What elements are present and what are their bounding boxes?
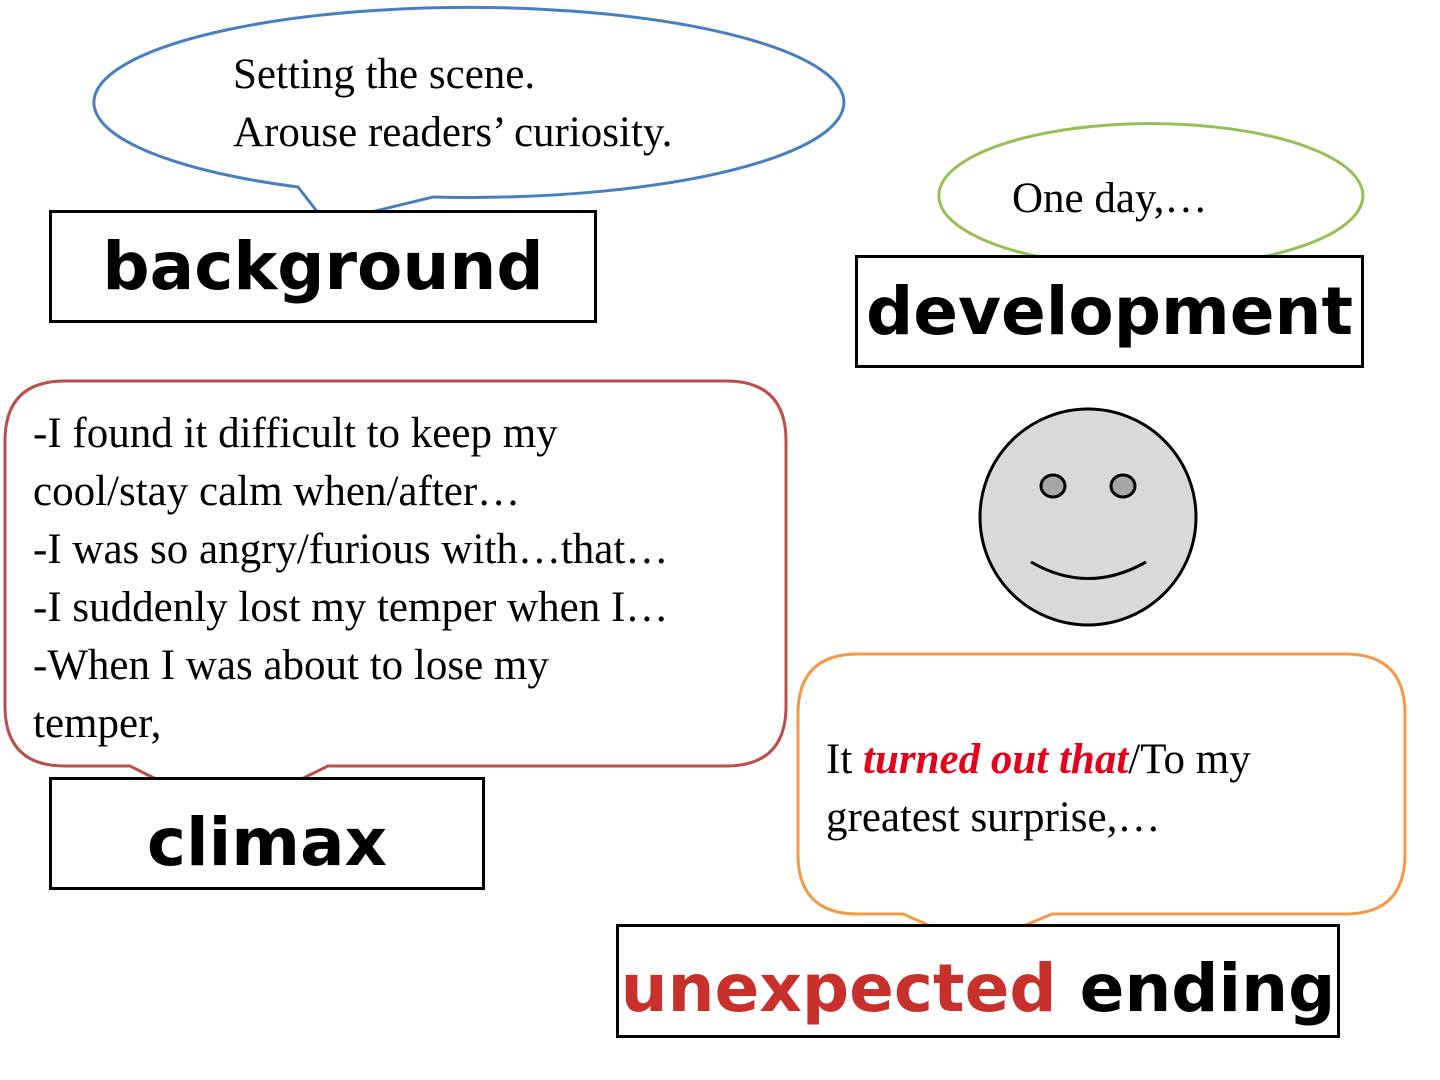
ending-line-suffix: /To my (1128, 736, 1251, 783)
ending-bubble-line-2: greatest surprise,… (826, 794, 1161, 841)
climax-bubble-line-4: -I suddenly lost my temper when I… (33, 584, 669, 631)
climax-label: climax (49, 777, 485, 890)
ending-line-prefix: It (826, 736, 864, 783)
climax-bubble-text: -I found it difficult to keep my cool/st… (33, 405, 668, 753)
ending-word: ending (1079, 950, 1336, 1027)
left-eye (1039, 473, 1067, 499)
development-speech-bubble (937, 122, 1365, 288)
climax-bubble-line-1: -I found it difficult to keep my (33, 410, 558, 457)
smiley-face-icon (978, 407, 1198, 627)
development-label: development (855, 255, 1364, 368)
background-speech-bubble (92, 5, 846, 225)
background-label: background (49, 210, 597, 323)
unexpected-word: unexpected (620, 950, 1057, 1027)
background-bubble-line-1: Setting the scene. (233, 51, 536, 98)
smile-mouth (1030, 560, 1147, 580)
unexpected-ending-label: unexpected ending (616, 924, 1340, 1038)
background-bubble-text: Setting the scene. Arouse readers’ curio… (233, 46, 672, 162)
climax-bubble-line-2: cool/stay calm when/after… (33, 468, 521, 515)
climax-bubble-line-6: temper, (33, 700, 162, 747)
ending-bubble-text: It turned out that/To my greatest surpri… (826, 731, 1251, 847)
right-eye (1109, 473, 1137, 499)
ending-bubble-line-1: It turned out that/To my (826, 731, 1251, 789)
background-bubble-line-2: Arouse readers’ curiosity. (233, 109, 673, 156)
climax-bubble-line-5: -When I was about to lose my (33, 642, 549, 689)
development-bubble-text: One day,… (1012, 175, 1208, 222)
ending-emphasis-phrase: turned out that (863, 736, 1129, 783)
climax-bubble-line-3: -I was so angry/furious with…that… (33, 526, 669, 573)
